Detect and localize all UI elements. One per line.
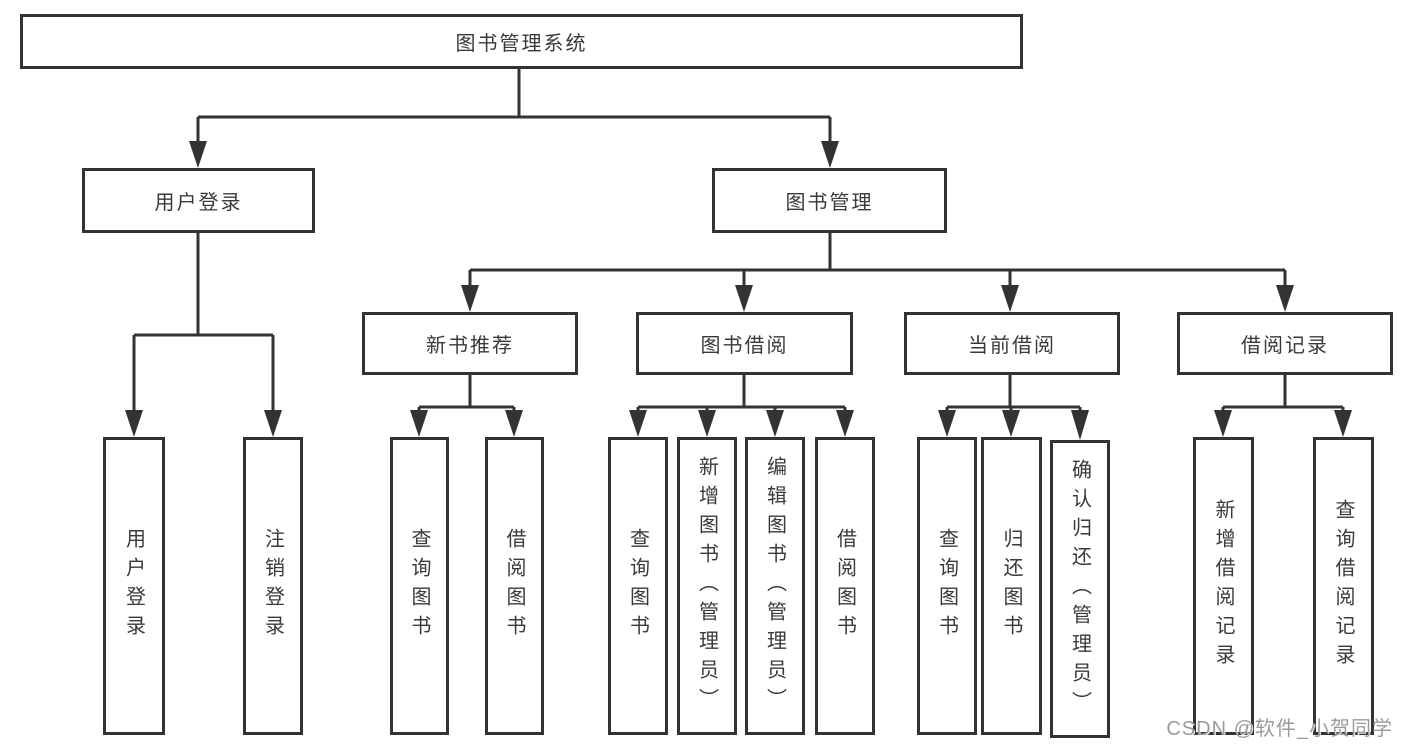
arrow-down-icon bbox=[836, 410, 854, 437]
connector-new-book-recommend-children bbox=[410, 375, 523, 437]
node-current-borrow: 当前借阅 bbox=[904, 312, 1120, 375]
arrow-down-icon bbox=[766, 410, 784, 437]
node-book-borrow: 图书借阅 bbox=[636, 312, 853, 375]
leaf-query-books-recommend: 查询图书 bbox=[390, 437, 449, 735]
watermark: CSDN @软件_小贺同学 bbox=[1166, 718, 1393, 740]
arrow-down-icon bbox=[505, 410, 523, 437]
leaf-borrow-books-recommend: 借阅图书 bbox=[485, 437, 544, 735]
arrow-down-icon bbox=[938, 410, 956, 437]
leaf-borrow-books: 借阅图书 bbox=[815, 437, 875, 735]
node-book-management: 图书管理 bbox=[712, 168, 947, 233]
leaf-add-books-admin: 新增图书（管理员） bbox=[677, 437, 737, 735]
node-borrow-records: 借阅记录 bbox=[1177, 312, 1393, 375]
connector-user-login-children bbox=[125, 233, 282, 437]
leaf-logout-login: 注销登录 bbox=[243, 437, 303, 735]
arrow-down-icon bbox=[125, 410, 143, 437]
arrow-down-icon bbox=[1002, 410, 1020, 437]
leaf-query-borrow-record: 查询借阅记录 bbox=[1313, 437, 1374, 735]
connector-borrow-records-children bbox=[1214, 375, 1352, 437]
arrow-down-icon bbox=[264, 410, 282, 437]
connector-book-borrow-children bbox=[629, 375, 854, 437]
arrow-down-icon bbox=[735, 285, 753, 312]
arrow-down-icon bbox=[1001, 285, 1019, 312]
connector-current-borrow-children bbox=[938, 375, 1089, 440]
arrow-down-icon bbox=[1276, 285, 1294, 312]
arrow-down-icon bbox=[461, 285, 479, 312]
arrow-down-icon bbox=[698, 410, 716, 437]
leaf-query-books-current: 查询图书 bbox=[917, 437, 977, 735]
arrow-down-icon bbox=[1071, 410, 1089, 440]
arrow-down-icon bbox=[1214, 410, 1232, 437]
leaf-query-books-borrow: 查询图书 bbox=[608, 437, 668, 735]
node-new-book-recommend: 新书推荐 bbox=[362, 312, 578, 375]
arrow-down-icon bbox=[629, 410, 647, 437]
arrow-down-icon bbox=[410, 410, 428, 437]
connector-book-management-children bbox=[461, 233, 1294, 312]
node-library-system: 图书管理系统 bbox=[20, 14, 1023, 69]
arrow-down-icon bbox=[821, 141, 839, 168]
arrow-down-icon bbox=[1334, 410, 1352, 437]
node-user-login: 用户登录 bbox=[82, 168, 315, 233]
leaf-user-login: 用户登录 bbox=[103, 437, 165, 735]
leaf-return-books: 归还图书 bbox=[981, 437, 1042, 735]
leaf-confirm-return-admin: 确认归还（管理员） bbox=[1050, 440, 1110, 738]
leaf-edit-books-admin: 编辑图书（管理员） bbox=[745, 437, 805, 735]
leaf-add-borrow-record: 新增借阅记录 bbox=[1193, 437, 1254, 735]
connector-root-to-level2 bbox=[189, 69, 839, 168]
arrow-down-icon bbox=[189, 141, 207, 168]
